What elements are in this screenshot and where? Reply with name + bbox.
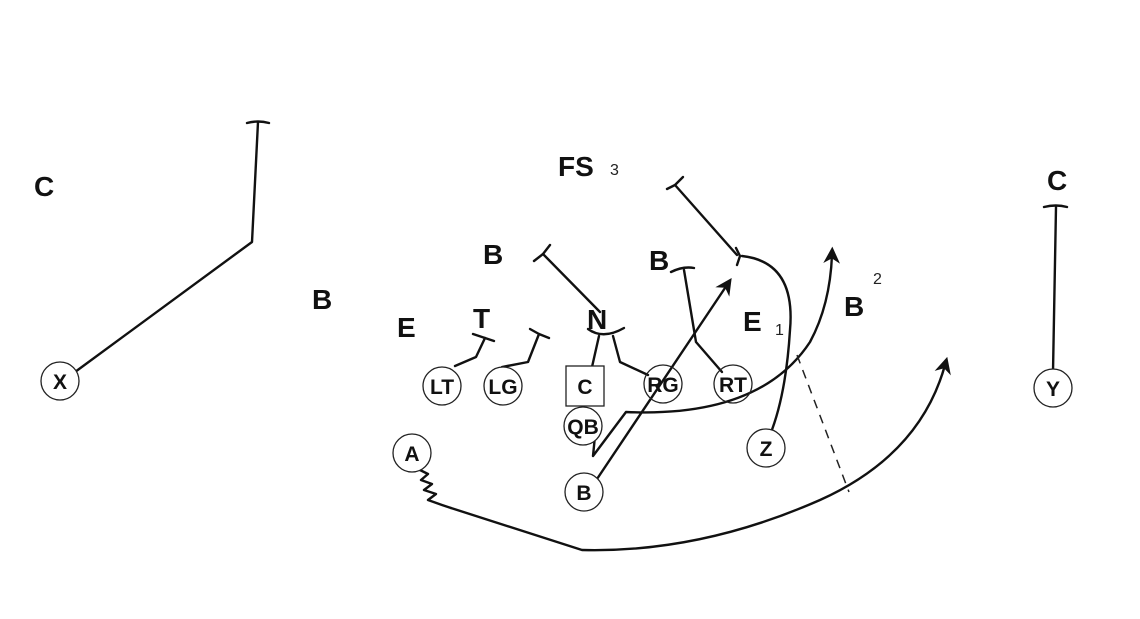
a-route: [449, 356, 951, 552]
lt-block: [453, 336, 487, 368]
z-route: [740, 254, 792, 437]
player-a: A: [392, 433, 432, 473]
player-lt: LT: [422, 366, 462, 406]
def-free-safety: FS: [558, 151, 594, 182]
def-outside-backer-number: 2: [873, 271, 882, 288]
player-y-label: Y: [1046, 378, 1060, 401]
fullback-route: [593, 278, 732, 484]
player-y: Y: [1033, 368, 1073, 408]
player-lg: LG: [483, 366, 523, 406]
player-center-label: C: [577, 376, 592, 399]
def-tackle: T: [473, 303, 490, 334]
player-rt-label: RT: [719, 374, 747, 397]
player-a-label: A: [404, 443, 419, 466]
def-free-safety-number: 3: [610, 162, 619, 179]
def-right-end-number: 1: [775, 322, 784, 339]
player-b: B: [564, 472, 604, 512]
def-right-backer: B: [649, 245, 669, 276]
mlb-line: [541, 252, 602, 314]
read-line: [796, 354, 850, 493]
rg-block: [611, 334, 650, 377]
player-lt-label: LT: [430, 376, 454, 399]
def-outside-backer: B: [844, 291, 864, 322]
qb-route: [591, 246, 841, 458]
def-left-end: E: [397, 312, 416, 343]
player-center: C: [565, 365, 605, 407]
def-left-corner: C: [34, 171, 54, 202]
fs-block-icon: [665, 175, 685, 191]
player-rg: RG: [643, 364, 683, 404]
fs-bracket-icon: [734, 246, 742, 267]
mlb-block-icon: [532, 243, 552, 263]
rt-block: [682, 268, 724, 374]
def-nose: N: [587, 304, 607, 335]
def-right-corner: C: [1047, 165, 1067, 196]
def-right-end: E: [743, 306, 762, 337]
player-qb-label: QB: [567, 416, 599, 439]
lg-block-end-icon: [528, 327, 551, 340]
player-qb: QB: [563, 406, 603, 446]
c-block: [590, 334, 601, 369]
def-left-backer: B: [312, 284, 332, 315]
player-rt: RT: [713, 364, 753, 404]
y-route-block-icon: [1042, 204, 1069, 209]
lg-block: [500, 332, 541, 369]
x-route-block-icon: [245, 120, 271, 125]
y-route: [1051, 205, 1058, 374]
player-lg-label: LG: [488, 376, 517, 399]
player-x: X: [40, 361, 80, 401]
rt-block-end-icon: [669, 266, 696, 274]
player-x-label: X: [53, 371, 67, 394]
player-z: Z: [746, 428, 786, 468]
x-route: [73, 120, 260, 374]
lt-block-end-icon: [471, 332, 496, 343]
player-b-label: B: [576, 482, 591, 505]
def-middle-backer: B: [483, 239, 503, 270]
player-z-label: Z: [760, 438, 773, 461]
fs-line: [673, 183, 739, 257]
n-block-end-icon: [586, 326, 626, 336]
player-rg-label: RG: [647, 374, 679, 397]
a-route-motion: [418, 468, 453, 510]
